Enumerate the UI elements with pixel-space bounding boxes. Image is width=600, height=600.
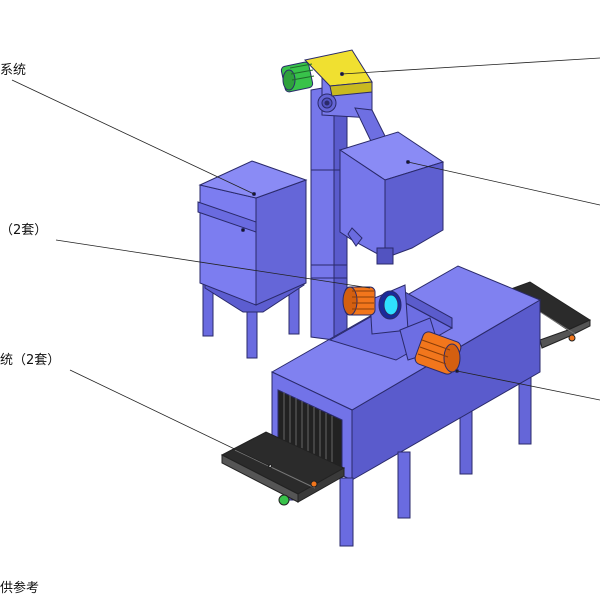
callout-lines — [11, 57, 600, 467]
infeed-conveyor — [220, 431, 346, 506]
separator-hopper — [338, 131, 445, 265]
outfeed-conveyor — [506, 281, 592, 349]
callout-label-lower-left: 统（2套） — [0, 353, 61, 368]
drive-motor — [280, 61, 315, 93]
blast-wheel-motor-2 — [399, 317, 462, 375]
orange-motor-1 — [342, 286, 376, 316]
orange-motor-2 — [414, 331, 462, 375]
elevator-drive — [280, 49, 373, 97]
callout-label-mid-left: （2套） — [0, 223, 48, 238]
blast-wheel-motor-1 — [342, 284, 409, 335]
dust-collector — [197, 160, 308, 359]
callout-label-top-left: 系统 — [0, 63, 27, 78]
bottom-note: 供参考 — [0, 581, 40, 596]
